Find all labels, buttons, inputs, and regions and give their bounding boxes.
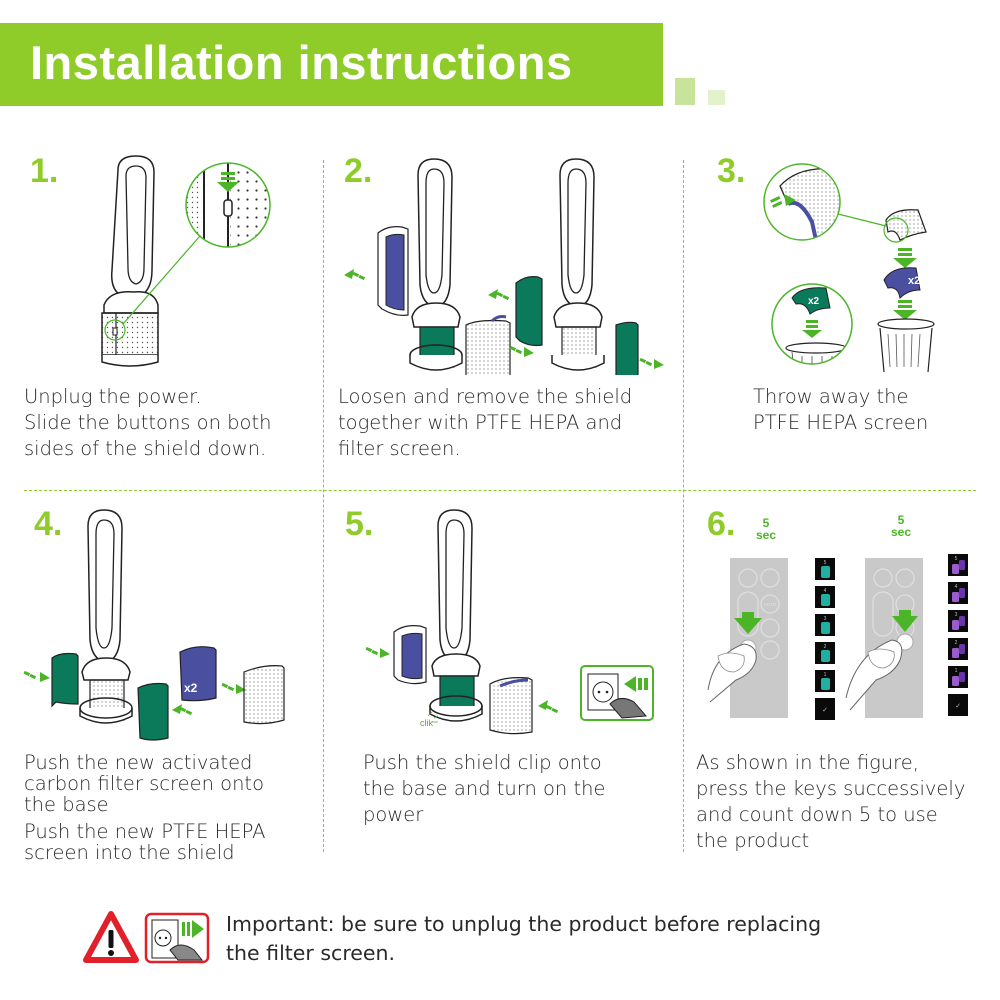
countdown-display: 5 4 3 2 1 ✓ <box>815 558 835 720</box>
click-label: clik <box>420 718 433 728</box>
auto-label: AUTO <box>764 602 777 607</box>
badge-x2: x2 <box>908 275 920 287</box>
fan-attach-shield-icon: clik <box>365 509 654 735</box>
remote-control: AUTO <box>707 558 788 718</box>
timer-unit: sec <box>890 525 912 539</box>
step-1-number: 1. <box>30 152 59 190</box>
fan-unlock-slider-icon <box>101 155 271 367</box>
step-3-line: PTFE HEPA screen <box>753 411 929 434</box>
step-4-text: Push the new activated carbon filter scr… <box>24 752 265 863</box>
step-6-line: As shown in the figure, <box>696 751 919 774</box>
countdown-digit: 2 <box>955 640 958 646</box>
discard-filter-icon: x2 x2 <box>763 163 935 372</box>
step-3-line: Throw away the <box>753 385 909 408</box>
step-4-line: carbon filter screen onto <box>24 772 264 795</box>
step-4-line: Push the new activated <box>24 751 253 774</box>
timer-unit: sec <box>755 528 777 542</box>
fan-remove-shield-icon <box>344 158 664 375</box>
step-2-number: 2. <box>344 152 373 190</box>
column-divider <box>323 160 324 852</box>
step-5-number: 5. <box>345 505 374 543</box>
unplug-icon <box>144 912 210 964</box>
step-2-line: filter screen. <box>338 437 461 460</box>
remote-control <box>845 558 923 718</box>
step-1-line: Unplug the power. <box>24 385 202 408</box>
note-line: Important: be sure to unplug the product… <box>226 912 822 936</box>
step-2-text: Loosen and remove the shield together wi… <box>338 384 632 462</box>
step-4-number: 4. <box>34 505 63 543</box>
countdown-digit: 1 <box>955 668 958 674</box>
column-divider <box>683 160 684 852</box>
countdown-digit: 5 <box>824 560 827 566</box>
step-5-line: the base and turn on the <box>363 777 606 800</box>
step-6-line: press the keys successively <box>696 777 966 800</box>
timer-label: 5 sec <box>887 514 915 538</box>
fan-install-filters-icon: x2 <box>23 509 285 741</box>
countdown-check: ✓ <box>822 707 828 714</box>
note-line: the filter screen. <box>226 941 396 965</box>
step-4-line: Push the new PTFE HEPA <box>24 820 266 843</box>
step-1-text: Unplug the power. Slide the buttons on b… <box>24 384 271 462</box>
countdown-digit: 4 <box>824 588 827 594</box>
countdown-digit: 3 <box>824 616 827 622</box>
step-3-text: Throw away the PTFE HEPA screen <box>753 384 928 436</box>
step-6-line: and count down 5 to use <box>696 803 938 826</box>
fan-illustration <box>409 158 463 371</box>
step-4-line: the base <box>24 793 109 816</box>
step-2-line: together with PTFE HEPA and <box>338 411 623 434</box>
remote-reset-icon: AUTO 5 4 3 2 1 ✓ <box>707 554 968 720</box>
countdown-display: 5 4 3 2 1 ✓ <box>948 554 968 716</box>
step-2-line: Loosen and remove the shield <box>338 385 633 408</box>
countdown-digit: 5 <box>955 556 958 562</box>
countdown-digit: 3 <box>955 612 958 618</box>
countdown-digit: 4 <box>955 584 958 590</box>
decorative-square <box>675 78 695 105</box>
timer-label: 5 sec <box>752 517 780 541</box>
step-4-line: screen into the shield <box>24 841 235 864</box>
countdown-digit: 2 <box>824 644 827 650</box>
step-3-number: 3. <box>717 152 746 190</box>
badge-x2: x2 <box>808 296 820 307</box>
step-1-line: Slide the buttons on both <box>24 411 272 434</box>
countdown-check: ✓ <box>955 703 961 710</box>
badge-x2: x2 <box>184 681 198 695</box>
row-divider <box>24 490 976 491</box>
plug-in-icon <box>580 665 654 721</box>
fan-illustration <box>551 158 605 371</box>
page-title: Installation instructions <box>30 36 573 89</box>
step-5-line: Push the shield clip onto <box>363 751 602 774</box>
title-banner <box>0 23 663 106</box>
step-6-line: the product <box>696 829 810 852</box>
step-1-line: sides of the shield down. <box>24 437 267 460</box>
important-note: Important: be sure to unplug the product… <box>226 910 821 968</box>
step-4-paragraph: Push the new activated carbon filter scr… <box>24 752 265 815</box>
step-6-text: As shown in the figure, press the keys s… <box>696 750 965 854</box>
countdown-digit: 1 <box>824 672 827 678</box>
warning-icon <box>83 911 139 963</box>
step-6-number: 6. <box>707 505 736 543</box>
step-5-text: Push the shield clip onto the base and t… <box>363 750 606 828</box>
decorative-square <box>708 90 725 105</box>
step-5-line: power <box>363 803 424 826</box>
timer-value: 5 <box>897 513 905 527</box>
step-4-paragraph: Push the new PTFE HEPA screen into the s… <box>24 821 265 863</box>
timer-value: 5 <box>762 516 770 530</box>
